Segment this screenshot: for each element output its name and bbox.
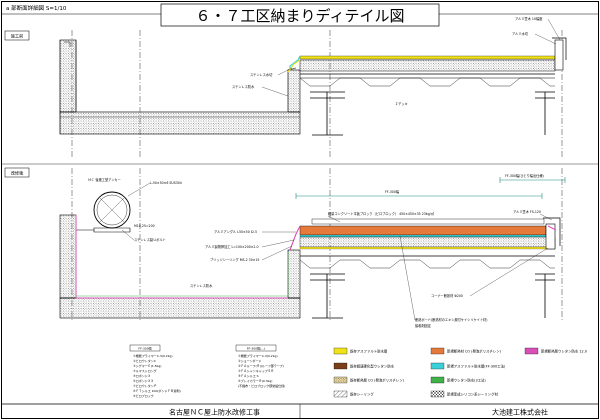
notes-right-7: (不織布・ビロブロック部常設仕様) [238,383,285,388]
after-label-4: ステンレス製Ｕボルト [134,237,166,242]
notes-left-3: ③シゲマーＥ(1.5kg) [133,363,161,368]
legend-label: 新規アスファルト防水層(FF-300工法) [447,364,506,369]
legend-item: 既存アスファルト防水層 [333,347,387,355]
notes-right-2: ②ショーンボード [238,358,262,363]
notes-left-2: ②ビロウレタンC [133,358,156,363]
notes-right-title: FF-300幅(...) [247,346,265,351]
legend-item: 既存超速硬化型ウレタン防水 [333,362,395,370]
legend-label: 新規変成シリコン系シーリング材 [447,392,498,397]
legend-item: 既存シーリング [333,390,374,398]
before-tag: 施工前 [11,33,24,40]
after-label-10: コーナー断熱材 Φ200 [431,293,463,298]
after-tag-box [4,167,30,178]
scale-note: a 部断面詳細図 S=1/10 [6,4,67,12]
before-label-2: ステンレス水切 [250,72,272,77]
dimension-lines [295,177,566,199]
legend-label: 新規ウレタン防水(3工法) [447,378,486,383]
before-label-1: ステンレス防水 [232,84,255,89]
after-label-8: アルミ製物押加工 L=100×200×2.0 [205,244,259,249]
after-label-13: ステンレス防水 [190,283,213,288]
notes-right-4: ④ＦＡシャンキャップＳＲ [238,368,274,373]
after-label-3: M10,25=200 [134,224,155,228]
project-name: 名古屋ＮＣ屋上防水改修工事 [169,408,260,417]
notes-left-9: ⑨ビロブロック [133,393,154,398]
legend-label: 既存アスファルト防水層 [350,349,387,354]
drawing-title: ６・７工区納まりディテイル図 [196,7,405,25]
after-label-9: ブリッジシーリング MS-2 30×15 [210,257,259,262]
after-layers [75,215,561,299]
title-box [160,3,440,27]
after-dim-1: FF-300幅 [385,189,400,194]
legend-label: 既存超速硬化型ウレタン防水 [350,364,395,369]
legend-label: 既存断熱層 CO (発泡ポリスチレン) [350,378,405,383]
after-label-2: L-50×50×6 SUS304 [150,181,182,185]
legend-item: 新規アスファルト防水層(FF-300工法) [430,362,506,370]
before-label-4: アルミ笠木 10幅度 [515,16,543,21]
notes-left-7: ⑦ビロウレタンＰ [133,383,157,388]
legend-item: 新規ウレタン防水(3工法) [430,376,486,384]
after-label-12: 接着剤固定 [415,323,432,328]
notes-left-1: ①機能プライマーC-3(0.2kg) [133,353,173,358]
before-section [59,30,563,158]
material-legend: 既存アスファルト防水層 新規断熱材 CO (発泡ポリスチレン) 新規断熱層ウレタ… [333,347,587,398]
legend-label: 既存シーリング [350,392,374,397]
notes-left-8: ⑧ＦＴシルエ 100(ボンドＦＢ溶剤) [133,388,181,393]
before-label-3: Ｉデッキ [395,101,408,106]
legend-item: 新規断熱層ウレタン防水 12.0 [524,347,587,355]
spec-notes-right: FF-300幅(...) ①機能プライマーC-3(0.2kg) ②ショーンボード… [235,344,285,388]
legend-label: 新規断熱材 CO (発泡ポリスチレン) [447,349,502,354]
before-layers [287,37,567,73]
after-label-5: 軽量コンクリート平板ブロック（ビロブロック） 450×450×35 23kg/㎡ [328,211,435,216]
before-tag-box [4,30,30,41]
legend-label: 新規断熱層ウレタン防水 12.0 [541,349,587,354]
notes-right-1: ①機能プライマーC-3(0.2kg) [238,353,278,358]
before-label-5: アルミ水切 [512,31,528,36]
after-tag: 改修後 [11,170,24,177]
notes-left-title: FF-300幅 [138,346,151,351]
after-label-11: 断熱ボード(断熱材のエキシ層付ケイシリケイト材) [415,317,487,322]
notes-left-4: ④ルマストロング [133,368,157,373]
after-label-6: アルミ笠木 FS-120 [513,209,541,214]
company-name: 大池建工株式会社 [492,408,548,417]
notes-right-3: ③ＦＡルーフ(Ｒ)(ルーフ部テープ) [238,363,284,368]
spec-notes-left: FF-300幅 ①機能プライマーC-3(0.2kg) ②ビロウレタンC ③シゲマ… [129,344,181,398]
legend-item: 新規変成シリコン系シーリング材 [430,390,498,398]
notes-left-6: ⑥ロボンドＸＸ [133,378,154,383]
notes-right-6: ⑥ブレイカラーＲ(0.3kg) [238,378,272,383]
after-dim-2: FF-300幅(ひとり幅出仕様) [505,173,544,178]
notes-right-5: ⑤ＦＡシルエ S [238,374,259,378]
after-label-1: ＭＣ 後施工型アンカー [88,177,121,182]
legend-item: 新規断熱材 CO (発泡ポリスチレン) [430,347,502,355]
notes-left-5: ⑤ロボンドＸ [133,373,151,378]
legend-item: 既存断熱層 CO (発泡ポリスチレン) [333,376,405,384]
after-label-7: アルミアングル L50×50 t2.5 [214,229,257,234]
